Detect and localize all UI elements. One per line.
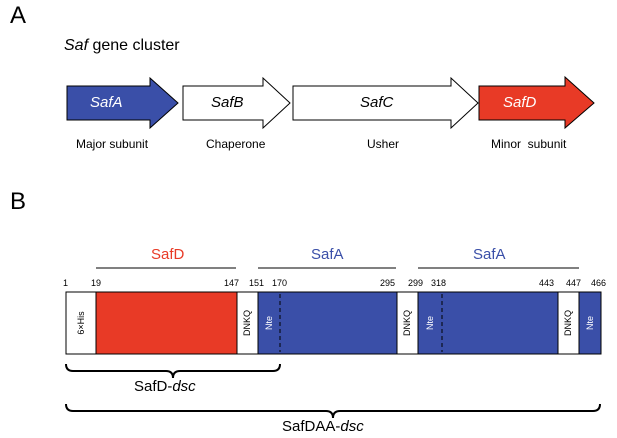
cluster-title-italic: Saf [64,37,89,54]
label-nte-2: Nte [425,315,435,331]
position-170: 170 [272,278,288,288]
gene-role-safc: Usher [367,137,400,151]
label-dnkq-3: DNKQ [563,309,573,337]
construct-suffix-safd: dsc [172,378,196,395]
segment-safa-2 [417,291,559,355]
position-318: 318 [431,278,447,288]
gene-role-safb: Chaperone [206,137,266,151]
domain-name-safa-2: SafA [473,246,506,263]
gene-role-safa: Major subunit [76,137,149,151]
position-443: 443 [539,278,555,288]
panel-b-letter: B [10,188,27,215]
position-447: 447 [566,278,582,288]
gene-name-safc: SafC [360,94,394,111]
segment-safa-3-nte [578,291,602,355]
position-295: 295 [380,278,396,288]
gene-name-safb: SafB [211,94,244,111]
segment-safa-1 [257,291,398,355]
gene-role-safd: Minor subunit [491,137,567,151]
gene-name-safa: SafA [90,94,123,111]
cluster-title-rest: gene cluster [88,37,180,54]
construct-suffix-safdaa: dsc [340,418,364,435]
brace-safdaa-dsc [65,403,601,419]
construct-label-safd-dsc: SafD-dsc [134,378,196,395]
gene-arrow-safa [66,76,179,130]
gene-arrow-safd [478,75,595,130]
position-19: 19 [91,278,102,288]
segment-safd [95,291,238,355]
segment-his-tag [65,291,97,355]
domain-name-safd: SafD [151,246,185,263]
position-1: 1 [63,278,69,288]
gene-cluster-title: Saf gene cluster [64,37,180,55]
panel-a-letter: A [10,2,27,29]
construct-prefix-safdaa: SafDAA- [282,418,341,435]
position-151: 151 [249,278,265,288]
brace-safd-dsc [65,363,281,379]
construct-label-safdaa-dsc: SafDAA-dsc [282,418,364,435]
gene-arrow-safc [292,76,479,130]
label-dnkq-1: DNKQ [242,309,252,337]
gene-arrow-safb [182,76,291,130]
gene-name-safd: SafD [503,94,537,111]
label-nte-1: Nte [264,315,274,331]
domain-name-safa-1: SafA [311,246,344,263]
label-nte-3: Nte [585,315,595,331]
construct-prefix-safd: SafD- [134,378,173,395]
position-299: 299 [408,278,424,288]
position-147: 147 [224,278,240,288]
label-6xhis: 6×His [76,311,86,335]
label-dnkq-2: DNKQ [402,309,412,337]
position-466: 466 [591,278,607,288]
